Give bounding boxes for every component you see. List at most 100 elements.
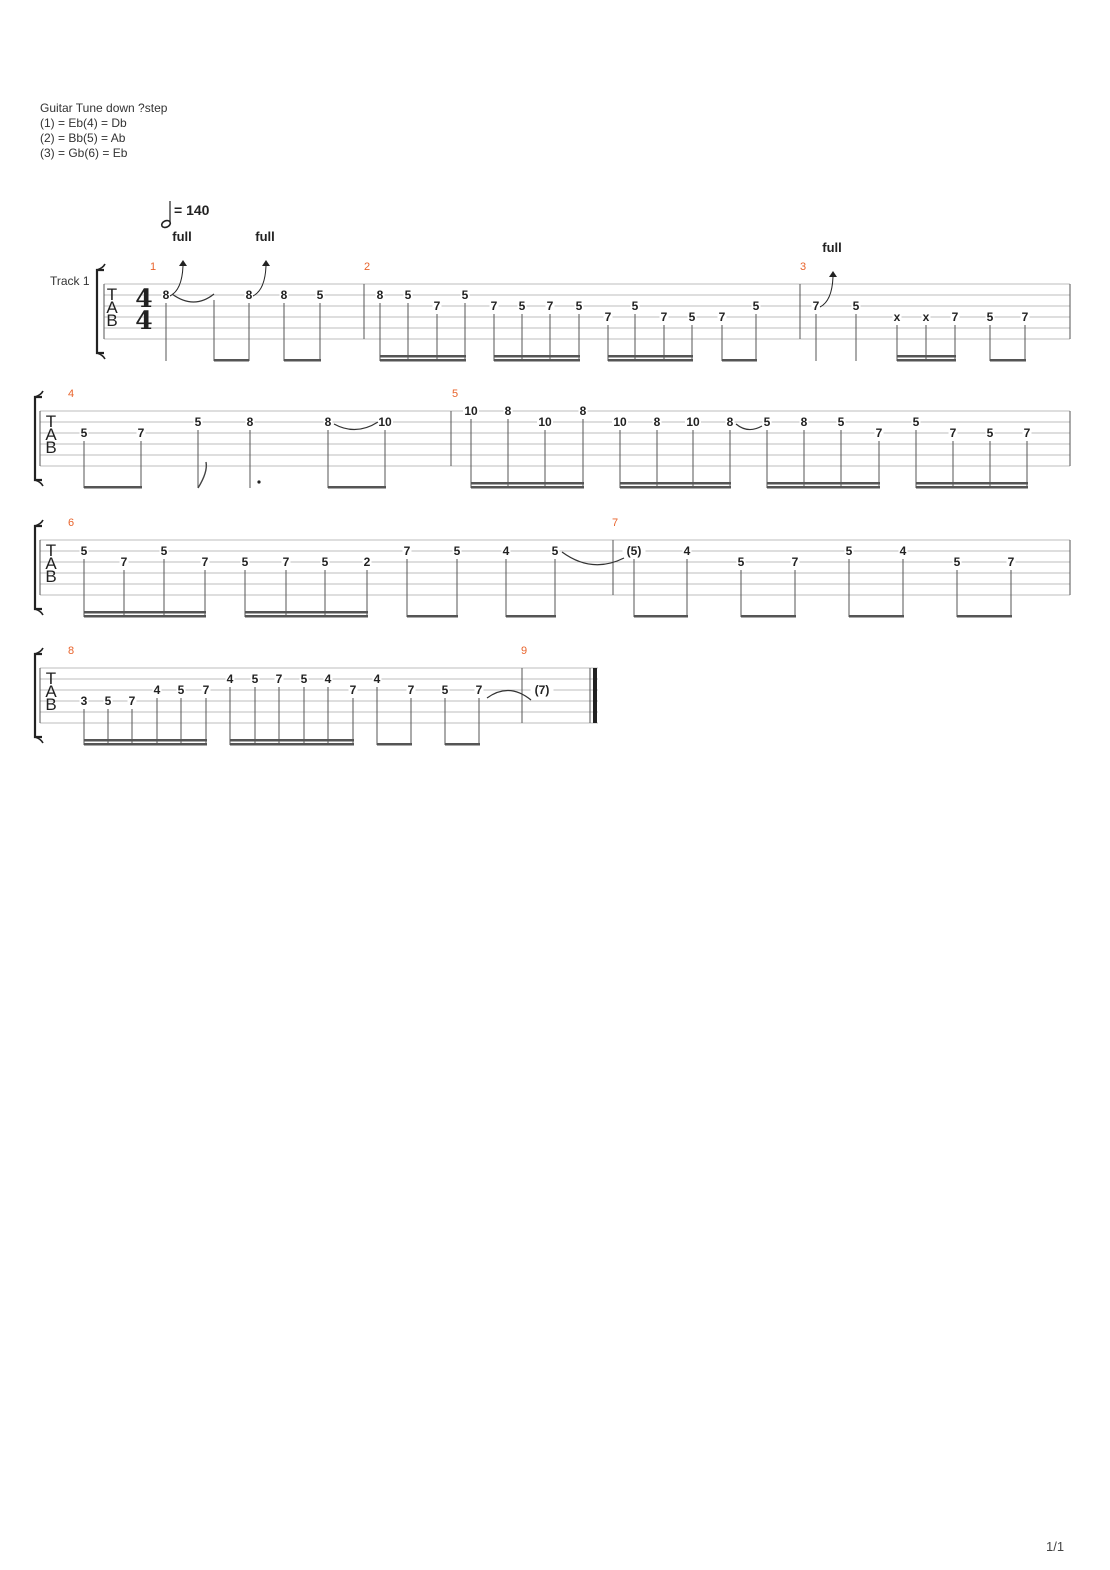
fret-knockout [244,290,254,301]
system-bracket-hook [34,390,44,487]
tempo-value: = 140 [174,202,210,218]
system-bracket-hook [34,647,44,744]
fret-number: 5 [81,426,88,440]
fret-number: 5 [301,672,308,686]
fret-number: 5 [405,288,412,302]
fret-knockout [315,290,325,301]
beam [620,486,731,489]
fret-knockout [574,301,584,312]
fret-knockout [751,301,761,312]
measure-number: 8 [68,645,74,657]
beam [506,615,556,618]
fret-number: 7 [408,683,415,697]
fret-knockout [503,406,513,417]
beam-secondary [916,482,1028,485]
fret-number: 5 [454,544,461,558]
fret-number: 4 [154,683,161,697]
fret-number: 4 [900,544,907,558]
fret-number: 7 [1024,426,1031,440]
beam [722,359,757,362]
bend-arrow-head [829,271,837,277]
note-flag [197,461,208,489]
fret-knockout [725,417,735,428]
fret-knockout [323,417,333,428]
tab-clef-letter: A [45,682,57,701]
system-bracket [33,652,42,739]
measure-number: 1 [150,261,156,273]
beam-secondary [767,482,880,485]
fret-number: 7 [792,555,799,569]
tab-clef-letter: T [46,669,56,688]
tie-arc [171,293,215,303]
tuning-line: (3) = Gb(6) = Eb [40,146,128,160]
fret-number: 7 [350,683,357,697]
fret-knockout [952,557,962,568]
final-bar-thick [593,668,597,723]
staff-system [33,647,598,744]
fret-knockout [320,557,330,568]
fret-knockout [790,557,800,568]
tab-clef-letter: T [46,412,56,431]
fret-knockout [630,301,640,312]
fret-knockout [921,312,931,323]
fret-knockout [463,406,479,417]
fret-knockout [127,696,137,707]
fret-knockout [348,685,358,696]
fret-knockout [460,290,470,301]
fret-knockout [299,674,309,685]
fret-number: 7 [952,310,959,324]
staff-system [33,519,1071,616]
fret-knockout [152,685,162,696]
fret-number: (7) [535,683,550,697]
fret-number: 5 [846,544,853,558]
fret-knockout [652,417,662,428]
beam [214,359,249,362]
fret-knockout [717,312,727,323]
bend-label: full [822,240,842,255]
fret-knockout [79,696,89,707]
beam [245,615,368,618]
beam [445,743,480,746]
beam [741,615,796,618]
time-signature-top: 4 [135,284,152,313]
fret-number: 7 [121,555,128,569]
fret-knockout [176,685,186,696]
fret-number: 8 [505,404,512,418]
fret-knockout [685,417,701,428]
bend-label: full [172,229,192,244]
fret-knockout [281,557,291,568]
track-name: Track 1 [50,274,90,288]
fret-number: 8 [377,288,384,302]
bend-label: full [255,229,275,244]
fret-knockout [799,417,809,428]
fret-knockout [898,546,908,557]
fret-number: 5 [161,544,168,558]
fret-knockout [474,685,484,696]
fret-number: 5 [738,555,745,569]
tab-clef-letter: A [45,425,57,444]
fret-knockout [432,301,442,312]
fret-number: 7 [203,683,210,697]
fret-knockout [612,417,628,428]
fret-knockout [1022,428,1032,439]
tuning-line: (1) = Eb(4) = Db [40,116,127,130]
tab-clef-letter: A [45,554,57,573]
beam [84,615,206,618]
fret-knockout [537,417,553,428]
beam-secondary [897,355,956,358]
fret-number: 7 [283,555,290,569]
fret-number: 7 [719,310,726,324]
fret-number: 7 [547,299,554,313]
fret-number: 4 [374,672,381,686]
beam [608,359,693,362]
bend-arrow-head [179,260,187,266]
fret-number: 5 [987,426,994,440]
measure-number: 3 [800,261,806,273]
fret-number: 7 [1008,555,1015,569]
beam [494,359,580,362]
tuning-line: Guitar Tune down ?step [40,101,168,115]
fret-number: 5 [689,310,696,324]
fret-number: 5 [987,310,994,324]
fret-knockout [578,406,588,417]
fret-knockout [245,417,255,428]
